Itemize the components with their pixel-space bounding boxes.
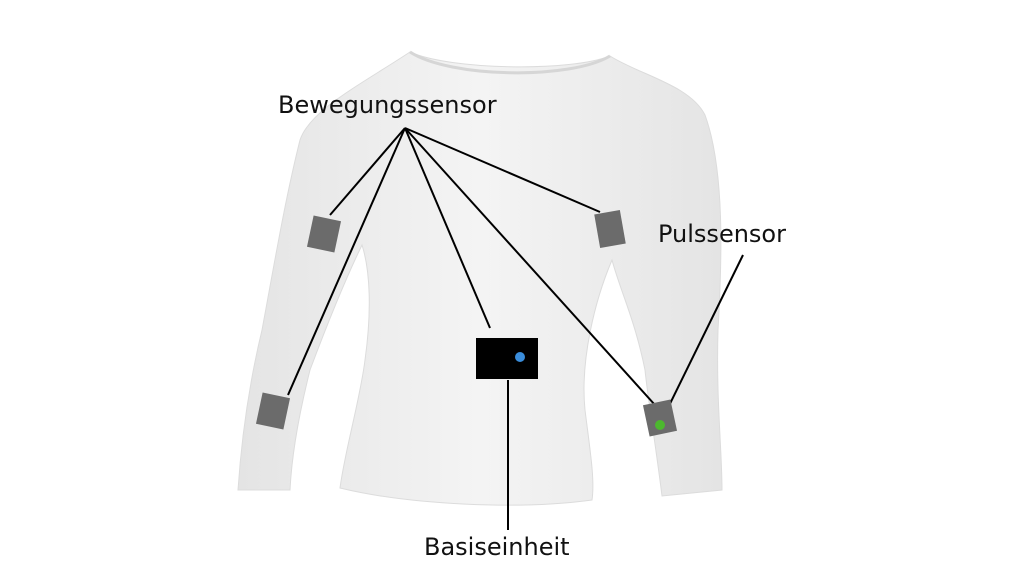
- base-unit: [476, 338, 538, 379]
- shirt: [237, 51, 723, 506]
- collar: [409, 50, 611, 75]
- motion-sensor-left-forearm: [255, 392, 291, 430]
- leader-lines: [287, 127, 744, 530]
- line-left-forearm: [287, 127, 406, 396]
- motion-sensor-right-upper-arm: [594, 210, 626, 248]
- motion-sensor-label: Bewegungssensor: [278, 91, 497, 119]
- line-base-unit: [404, 127, 491, 329]
- line-pulse-sensor: [661, 254, 744, 421]
- base-unit-led: [515, 352, 525, 362]
- line-right-forearm: [404, 127, 656, 406]
- line-right-upper-arm: [404, 127, 601, 213]
- pulse-sensor-label: Pulssensor: [658, 220, 786, 248]
- motion-sensor-left-upper-arm: [306, 215, 342, 253]
- line-left-upper-arm: [329, 127, 406, 216]
- pulse-sensor-led: [655, 420, 665, 430]
- base-unit-label: Basiseinheit: [424, 533, 570, 561]
- motion-sensor-right-forearm: [642, 399, 678, 437]
